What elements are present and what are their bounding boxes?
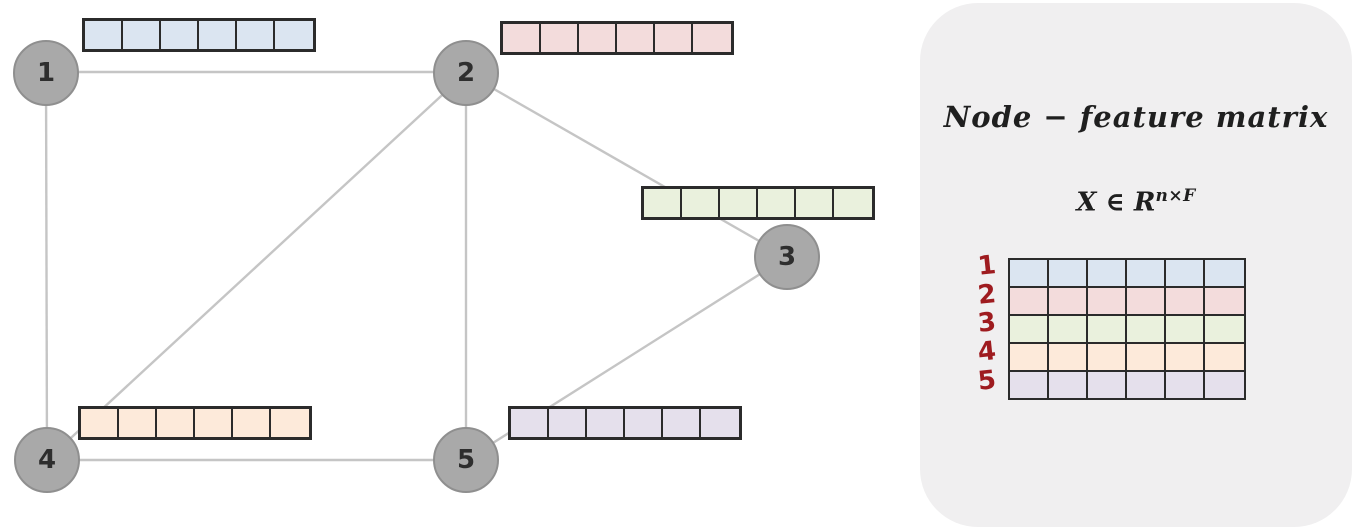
- graph-edges-layer: [44, 70, 788, 462]
- matrix-cell: [1127, 260, 1166, 286]
- matrix-cell: [1166, 288, 1205, 314]
- formula-superscript: n×F: [1155, 186, 1196, 206]
- matrix-cell: [1049, 288, 1088, 314]
- matrix-cell: [1166, 344, 1205, 370]
- matrix-cell: [1010, 372, 1049, 398]
- matrix-cell: [1205, 288, 1244, 314]
- feature-cell: [701, 409, 739, 437]
- matrix-row-5: [1010, 372, 1244, 398]
- feature-strip-node-4: [78, 406, 312, 440]
- matrix-cell: [1010, 316, 1049, 342]
- matrix-cell: [1010, 260, 1049, 286]
- matrix-cell: [1205, 372, 1244, 398]
- feature-cell: [157, 409, 195, 437]
- feature-cell: [275, 21, 313, 49]
- matrix-cell: [1088, 288, 1127, 314]
- feature-cell: [503, 24, 541, 52]
- matrix-cell: [1127, 344, 1166, 370]
- matrix-cell: [1049, 372, 1088, 398]
- matrix-cell: [1010, 344, 1049, 370]
- matrix-cell: [1088, 260, 1127, 286]
- feature-cell: [85, 21, 123, 49]
- feature-cell: [834, 189, 872, 217]
- feature-cell: [511, 409, 549, 437]
- feature-cell: [541, 24, 579, 52]
- matrix-cell: [1049, 260, 1088, 286]
- feature-strip-node-2: [500, 21, 734, 55]
- matrix-cell: [1049, 316, 1088, 342]
- edge-group: [44, 70, 788, 462]
- feature-cell: [549, 409, 587, 437]
- node-label: 4: [37, 445, 57, 475]
- row-number-3: 3: [976, 307, 998, 339]
- matrix-cell: [1127, 288, 1166, 314]
- feature-cell: [663, 409, 701, 437]
- matrix-cell: [1049, 344, 1088, 370]
- matrix-cell: [1205, 316, 1244, 342]
- matrix-row-1: [1010, 260, 1244, 288]
- matrix-cell: [1166, 260, 1205, 286]
- feature-cell: [271, 409, 309, 437]
- matrix-cell: [1088, 372, 1127, 398]
- node-label: 1: [36, 58, 56, 88]
- feature-cell: [758, 189, 796, 217]
- graph-node-4: 4: [14, 427, 80, 493]
- matrix-cell: [1127, 316, 1166, 342]
- matrix-cell: [1088, 316, 1127, 342]
- feature-cell: [644, 189, 682, 217]
- graph-node-5: 5: [433, 427, 499, 493]
- matrix-cell: [1127, 372, 1166, 398]
- row-number-5: 5: [976, 365, 998, 397]
- feature-cell: [81, 409, 119, 437]
- node-label: 2: [456, 58, 476, 88]
- feature-cell: [693, 24, 731, 52]
- matrix-row-3: [1010, 316, 1244, 344]
- formula-base: X ∈ R: [1076, 187, 1156, 218]
- graph-node-1: 1: [13, 40, 79, 106]
- graph-node-2: 2: [433, 40, 499, 106]
- panel-title: Node − feature matrix: [943, 100, 1329, 134]
- feature-cell: [655, 24, 693, 52]
- matrix-cell: [1166, 372, 1205, 398]
- feature-cell: [233, 409, 271, 437]
- matrix-row-4: [1010, 344, 1244, 372]
- matrix-cell: [1166, 316, 1205, 342]
- node-label: 3: [777, 242, 797, 272]
- feature-cell: [617, 24, 655, 52]
- edge-2-3: [465, 71, 788, 259]
- info-panel: Node − feature matrix X ∈ Rn×F 1 2 3 4 5: [920, 3, 1352, 527]
- matrix-cell: [1010, 288, 1049, 314]
- feature-cell: [625, 409, 663, 437]
- edge-1-4: [44, 71, 49, 461]
- feature-cell: [720, 189, 758, 217]
- matrix-row-2: [1010, 288, 1244, 316]
- node-feature-matrix: [1008, 258, 1246, 400]
- graph-node-3: 3: [754, 224, 820, 290]
- row-number-4: 4: [976, 336, 998, 368]
- matrix-cell: [1205, 260, 1244, 286]
- matrix-cell: [1205, 344, 1244, 370]
- feature-cell: [199, 21, 237, 49]
- feature-cell: [587, 409, 625, 437]
- feature-cell: [796, 189, 834, 217]
- matrix-cell: [1088, 344, 1127, 370]
- feature-cell: [123, 21, 161, 49]
- feature-cell: [579, 24, 617, 52]
- feature-cell: [682, 189, 720, 217]
- feature-strip-node-3: [641, 186, 875, 220]
- feature-cell: [195, 409, 233, 437]
- feature-cell: [161, 21, 199, 49]
- feature-cell: [119, 409, 157, 437]
- feature-strip-node-1: [82, 18, 316, 52]
- row-number-1: 1: [976, 250, 998, 282]
- feature-cell: [237, 21, 275, 49]
- feature-strip-node-5: [508, 406, 742, 440]
- edge-2-4: [46, 72, 467, 461]
- node-label: 5: [456, 445, 476, 475]
- dimension-formula: X ∈ Rn×F: [920, 186, 1352, 218]
